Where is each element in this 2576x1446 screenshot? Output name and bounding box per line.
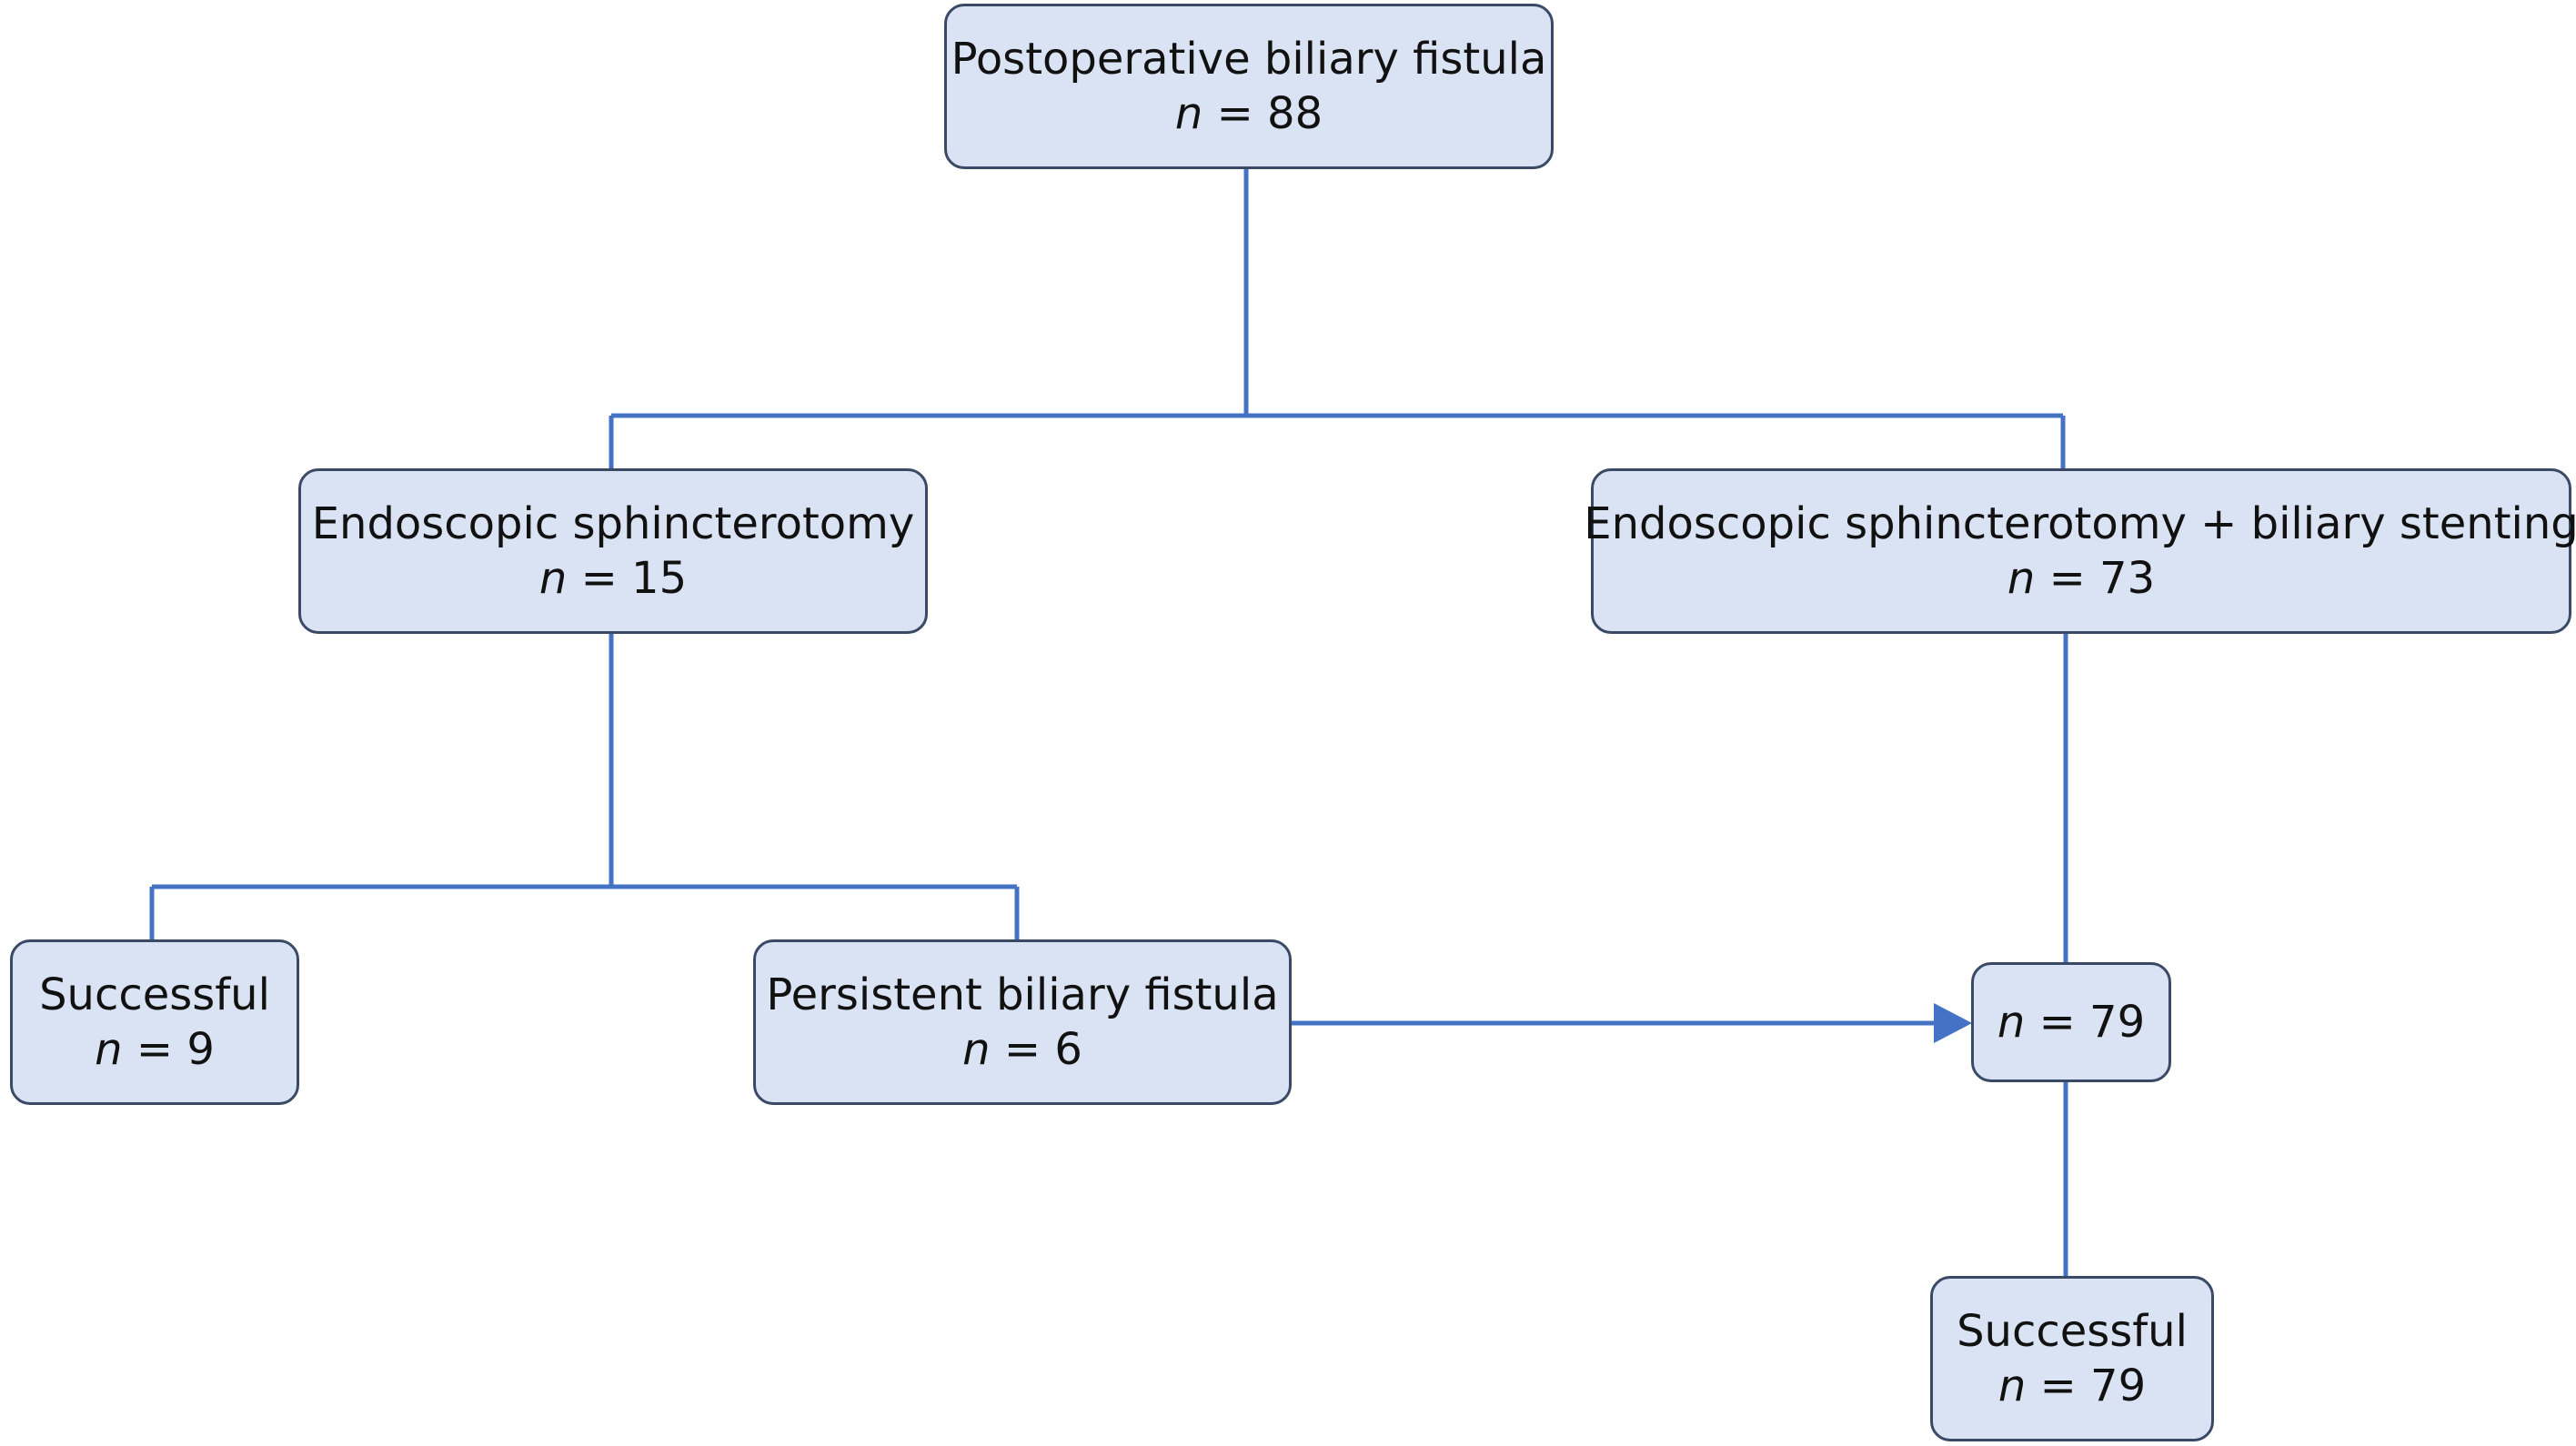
node-count: n = 73: [2007, 553, 2156, 604]
node-final-successful: Successful n = 79: [1930, 1276, 2214, 1441]
node-title: Persistent biliary fistula: [766, 969, 1279, 1020]
node-title: Successful: [1957, 1306, 2188, 1357]
node-title: Endoscopic sphincterotomy: [311, 498, 915, 549]
node-count: n = 79: [1997, 997, 2146, 1048]
arrowhead: [1934, 1003, 1972, 1043]
node-count: n = 9: [95, 1024, 215, 1075]
node-persistent-biliary-fistula: Persistent biliary fistula n = 6: [753, 939, 1292, 1105]
node-count: n = 88: [1174, 88, 1323, 139]
node-count: n = 15: [538, 553, 688, 604]
node-title: Successful: [39, 969, 270, 1020]
node-postoperative-biliary-fistula: Postoperative biliary fistula n = 88: [944, 4, 1554, 169]
node-count: n = 79: [1997, 1361, 2147, 1411]
node-count: n = 6: [962, 1024, 1082, 1075]
node-combined-n-79: n = 79: [1971, 962, 2171, 1082]
node-es-successful: Successful n = 9: [10, 939, 299, 1105]
node-endoscopic-sphincterotomy: Endoscopic sphincterotomy n = 15: [298, 468, 928, 634]
node-sphincterotomy-plus-stenting: Endoscopic sphincterotomy + biliary sten…: [1584, 468, 2576, 634]
node-title: Endoscopic sphincterotomy + biliary sten…: [1584, 498, 2576, 549]
node-title: Postoperative biliary fistula: [951, 34, 1547, 85]
